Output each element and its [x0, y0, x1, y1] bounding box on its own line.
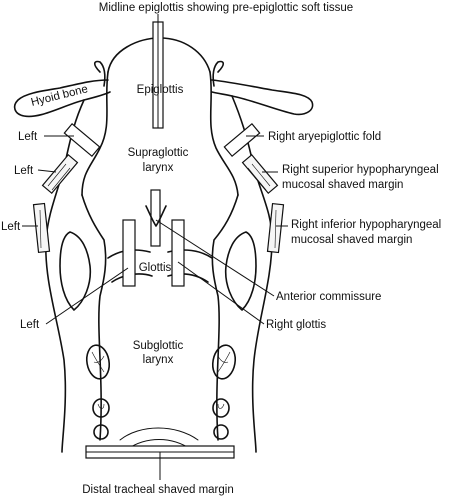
label-left-inf: Left: [1, 221, 21, 233]
label-bottom: Distal tracheal shaved margin: [82, 484, 234, 496]
label-right-ae: Right aryepiglottic fold: [268, 131, 381, 143]
label-supraglottic-1: Supraglottic: [128, 147, 189, 159]
leader-left-sup: [37, 169, 57, 173]
cartilage-left-3: [93, 424, 109, 440]
label-epiglottis: Epiglottis: [137, 84, 184, 96]
trachea-inner-curve: [119, 427, 199, 441]
hyoid-left: [13, 79, 111, 118]
inner-wall-right: [211, 194, 239, 441]
cartilage-left-2: [92, 398, 110, 418]
right-ae-fold-block: [223, 122, 261, 158]
leader-lines: [22, 14, 288, 480]
leader-anterior-commissure: [155, 219, 275, 297]
label-left-ae: Left: [18, 131, 38, 143]
right-glottis-block: [171, 219, 185, 287]
cartilage-left-1: [85, 344, 111, 380]
label-right-inf-1: Right inferior hypopharyngeal: [291, 219, 441, 231]
label-glottis: Glottis: [139, 262, 172, 274]
label-right-sup-1: Right superior hypopharyngeal: [282, 164, 439, 176]
label-top: Midline epiglottis showing pre-epiglotti…: [99, 2, 353, 14]
hyoid-right: [211, 79, 314, 116]
label-subglottic-2: larynx: [143, 354, 174, 366]
cartilage-texture: [91, 351, 231, 409]
cartilage-right-3: [213, 424, 229, 440]
left-ae-fold-block: [63, 122, 101, 158]
label-left-glottis: Left: [20, 319, 40, 331]
label-right-sup-2: mucosal shaved margin: [282, 179, 403, 191]
label-hyoid: Hyoid bone: [30, 83, 89, 109]
left-inferior-hypopharyngeal-block: [32, 202, 51, 254]
ae-fold-top-right: [212, 60, 225, 87]
label-left-sup: Left: [14, 165, 34, 177]
anterior-commissure-mark: [145, 205, 167, 227]
inner-wall-left: [81, 194, 107, 441]
epiglottis-inner-left: [81, 71, 109, 196]
leader-left-glottis: [45, 267, 129, 325]
piriform-left: [59, 231, 92, 311]
cartilage-right-2: [212, 398, 230, 418]
piriform-right: [224, 231, 257, 311]
left-superior-hypopharyngeal-block: [41, 153, 79, 195]
cartilage-right-1: [211, 344, 237, 380]
ae-fold-top-left: [93, 60, 106, 87]
outer-wall-left: [45, 99, 85, 453]
label-subglottic-1: Subglottic: [133, 340, 184, 352]
label-anterior-commissure: Anterior commissure: [276, 291, 381, 303]
left-glottis-block: [122, 219, 136, 287]
label-supraglottic-2: larynx: [143, 162, 174, 174]
epiglottis-inner-right: [209, 71, 239, 196]
label-right-glottis: Right glottis: [266, 319, 326, 331]
label-right-inf-2: mucosal shaved margin: [291, 234, 412, 246]
leader-right-glottis: [177, 261, 265, 325]
